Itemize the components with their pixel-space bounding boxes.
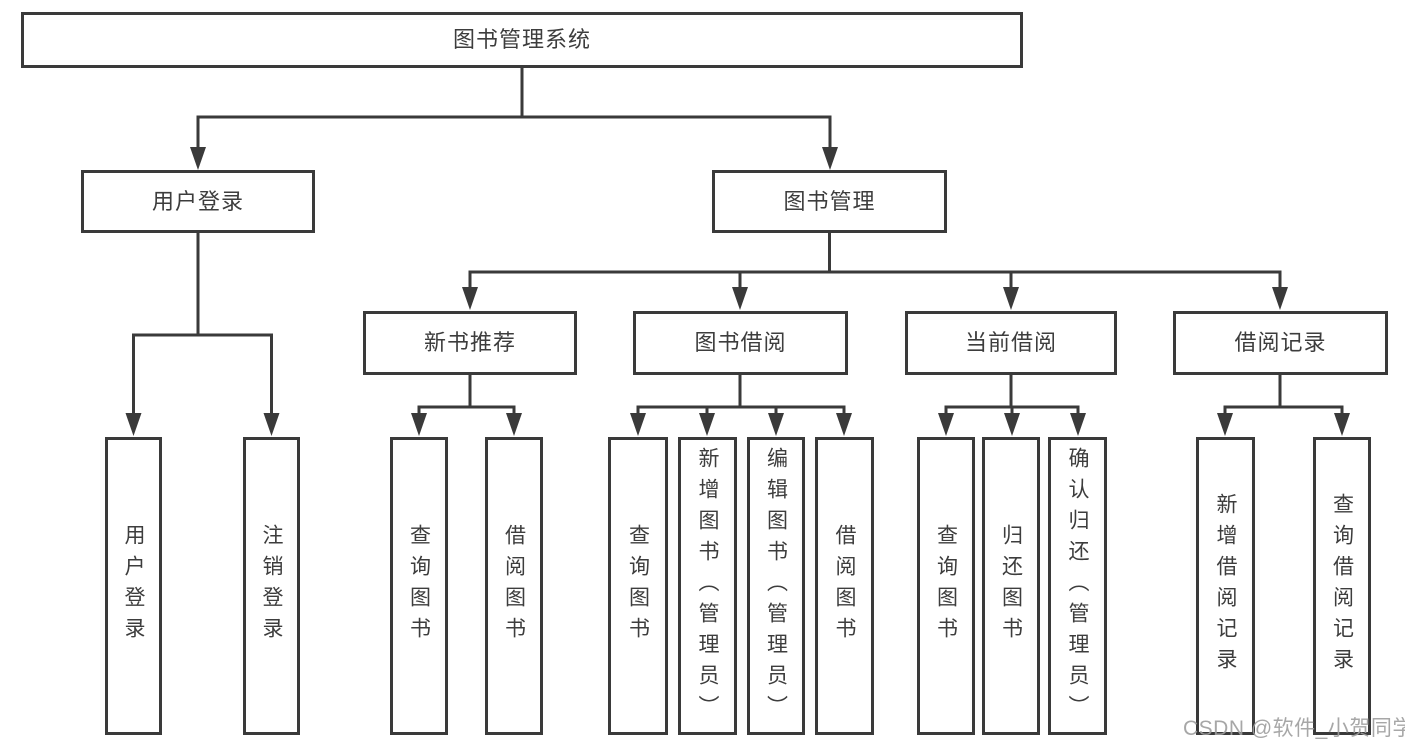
node-library-management-system: 图书管理系统 [21,12,1023,68]
csdn-watermark: CSDN @软件_小贺同学 [1183,717,1405,740]
leaf-borrow-books-recommend: 借阅图书 [485,437,543,735]
leaf-logout: 注销登录 [243,437,300,735]
leaf-edit-book-admin: 编辑图书（管理员） [747,437,805,735]
node-user-login: 用户登录 [81,170,315,233]
arrowhead-icons [125,147,1350,436]
leaf-query-books-borrow: 查询图书 [608,437,668,735]
leaf-add-borrow-record: 新增借阅记录 [1196,437,1255,735]
leaf-return-books: 归还图书 [982,437,1040,735]
leaf-add-book-admin: 新增图书（管理员） [678,437,737,735]
node-new-book-recommend: 新书推荐 [363,311,577,375]
leaf-confirm-return-admin: 确认归还（管理员） [1048,437,1107,735]
leaf-borrow-books-borrow: 借阅图书 [815,437,874,735]
node-borrow-records: 借阅记录 [1173,311,1388,375]
leaf-user-login: 用户登录 [105,437,162,735]
node-book-management: 图书管理 [712,170,947,233]
node-book-borrow: 图书借阅 [633,311,848,375]
leaf-query-books-recommend: 查询图书 [390,437,448,735]
leaf-query-books-current: 查询图书 [917,437,975,735]
node-current-borrow: 当前借阅 [905,311,1117,375]
leaf-query-borrow-record: 查询借阅记录 [1313,437,1371,735]
